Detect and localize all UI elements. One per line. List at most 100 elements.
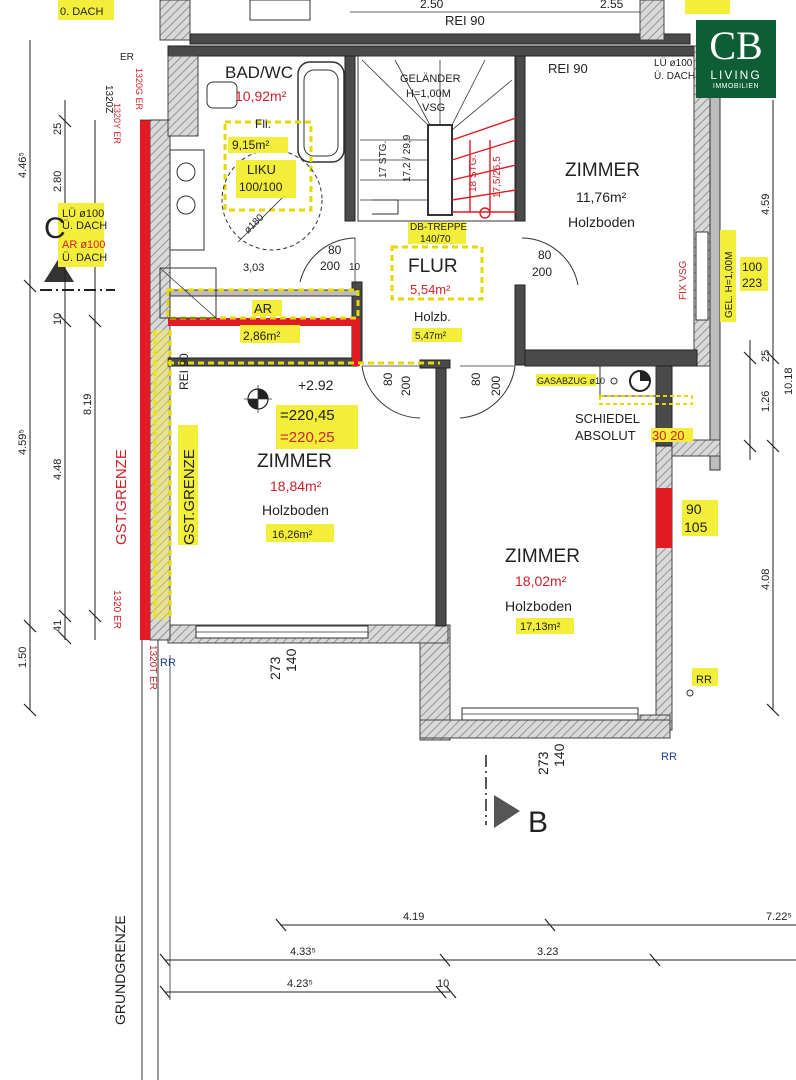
- db-treppe-1: DB-TREPPE: [410, 222, 468, 233]
- section-c-arrow-icon: [44, 258, 74, 282]
- zimmer-se-floor-area: 17,13m²: [520, 621, 561, 633]
- doors: [299, 237, 579, 419]
- lu-top-1: LÜ ø100: [654, 57, 693, 69]
- rr-3: RR: [696, 674, 712, 686]
- dim-bottom-1: 4.19: [403, 911, 424, 923]
- top-wall: [189, 33, 691, 45]
- stg-left-1: 17 STG.: [378, 141, 389, 178]
- dim-left-inner-1: 25: [52, 123, 64, 135]
- top-wall-stub: [159, 0, 191, 41]
- dim-left-inner-6: 41: [52, 620, 64, 632]
- fire-wall-red: [140, 120, 150, 640]
- er-label-5: 1320 ER: [111, 590, 122, 629]
- lu-left-2: Ü. DACH: [62, 220, 107, 232]
- right-dimensions: [743, 100, 780, 717]
- stg-right-1: 18 STG.: [468, 155, 479, 192]
- rei90-vert: REI 90: [177, 353, 191, 390]
- ar-area: 2,86m²: [243, 329, 280, 343]
- zimmer-ne-area: 11,76m²: [576, 189, 627, 205]
- wall-bad-stair: [344, 55, 356, 222]
- zimmer-ne-floor: Holzboden: [568, 214, 635, 230]
- ar-name: AR: [254, 301, 272, 316]
- db-treppe-2: 140/70: [420, 234, 451, 245]
- ar-outline: [166, 288, 360, 320]
- chimney: [599, 365, 693, 405]
- dim-303: 3,03: [243, 262, 264, 274]
- logo-mark: CB: [709, 23, 763, 68]
- dim-right-1: 4.59: [760, 194, 772, 215]
- east-wall-lower: [655, 439, 673, 731]
- zimmer-se-name: ZIMMER: [505, 546, 580, 567]
- section-c-label: C: [44, 212, 66, 245]
- zimmer-ne-name: ZIMMER: [565, 160, 640, 181]
- logo-line2: IMMOBILIEN: [712, 83, 760, 90]
- ar-left-2: Ü. DACH: [62, 252, 107, 264]
- stg-right-2: 17,5/26,5: [492, 156, 503, 198]
- door-zimmer-80: 80: [538, 248, 552, 262]
- win-105: 105: [684, 519, 708, 535]
- dim-bottom-4: 3.23: [537, 946, 558, 958]
- gelaender-1: GELÄNDER: [400, 73, 461, 85]
- left-dimensions: [23, 40, 102, 717]
- bad-area: 10,92m²: [235, 88, 287, 104]
- section-b-label: B: [528, 806, 548, 839]
- logo-line1: LIVING: [710, 68, 762, 82]
- zimmer-w-floor: Holzboden: [262, 502, 329, 518]
- er-label-3: 1320G ER: [134, 68, 144, 111]
- fix-vsg: FIX VSG: [678, 260, 689, 300]
- north-wall: [167, 45, 699, 57]
- rr-2: RR: [661, 751, 677, 763]
- schiedel-2: ABSOLUT: [575, 428, 636, 443]
- dim-bottom-2: 7.22⁵: [766, 911, 792, 923]
- gel-vert: GEL. H=1,00M: [724, 252, 735, 318]
- door-se-200: 200: [489, 376, 503, 396]
- dim-right-inner-2: 1.26: [760, 391, 772, 412]
- dim-left-inner-2: 2.80: [52, 171, 64, 192]
- height-label: +2.92: [298, 377, 334, 393]
- gst-grenze-1: GST.GRENZE: [113, 449, 130, 545]
- gst-grenze-2: GST.GRENZE: [181, 449, 198, 545]
- zimmer-se-floor: Holzboden: [505, 598, 572, 614]
- bathroom-fixtures: [159, 61, 345, 319]
- dim-right-3: 4.08: [760, 569, 772, 590]
- fli-label: Fli.: [255, 117, 271, 131]
- zimmer-w-floor-area: 16,26m²: [272, 529, 313, 541]
- er-label-1: ER: [120, 52, 134, 63]
- rei90-mid: REI 90: [548, 61, 588, 76]
- dim-left-outer-3: 1.50: [17, 647, 29, 668]
- door-bad-200: 200: [320, 259, 340, 273]
- win-w-273: 273: [267, 656, 283, 680]
- dim-top-255: 2.55: [600, 0, 624, 11]
- dim-left-outer-1: 4.46⁵: [17, 152, 29, 178]
- door-w-200: 200: [399, 376, 413, 396]
- er-label-6: 1320T ER: [147, 645, 158, 690]
- gelaender-2: H=1,00M: [406, 88, 451, 100]
- windows: [195, 231, 709, 721]
- dim-top-250: 2.50: [420, 0, 444, 11]
- flur-floor-area: 5,47m²: [415, 331, 447, 342]
- cb-living-logo: CB LIVING IMMOBILIEN: [696, 20, 776, 98]
- dim-bottom-5: 4.23⁵: [287, 978, 313, 990]
- door-zimmer-200: 200: [532, 265, 552, 279]
- lu-top-2: Ü. DACH: [654, 70, 695, 82]
- win-se-273: 273: [535, 751, 551, 775]
- dim-right-inner-1: 25: [760, 350, 772, 362]
- er-label-4: 1320Y ER: [112, 103, 122, 144]
- level-marker-icon: [244, 385, 272, 413]
- dim-left-outer-2: 4.59⁵: [17, 429, 29, 455]
- section-b-arrow-icon: [494, 795, 520, 828]
- dim-left-inner-5: 4.48: [52, 459, 64, 480]
- liku-label: LIKU: [247, 162, 276, 177]
- er-label-2: 1320Z: [103, 85, 114, 113]
- gelaender-3: VSG: [422, 102, 445, 114]
- zimmer-w-name: ZIMMER: [257, 451, 332, 472]
- rei90-top: REI 90: [445, 13, 485, 28]
- win-223: 223: [742, 276, 762, 290]
- staircase: [357, 55, 517, 222]
- win-w-140: 140: [283, 648, 299, 672]
- ar-left-1: AR ø100: [62, 239, 105, 251]
- zimmer-w-area: 18,84m²: [270, 478, 322, 494]
- top-wall-stub-right: [639, 0, 665, 41]
- level-1: =220,45: [280, 407, 335, 424]
